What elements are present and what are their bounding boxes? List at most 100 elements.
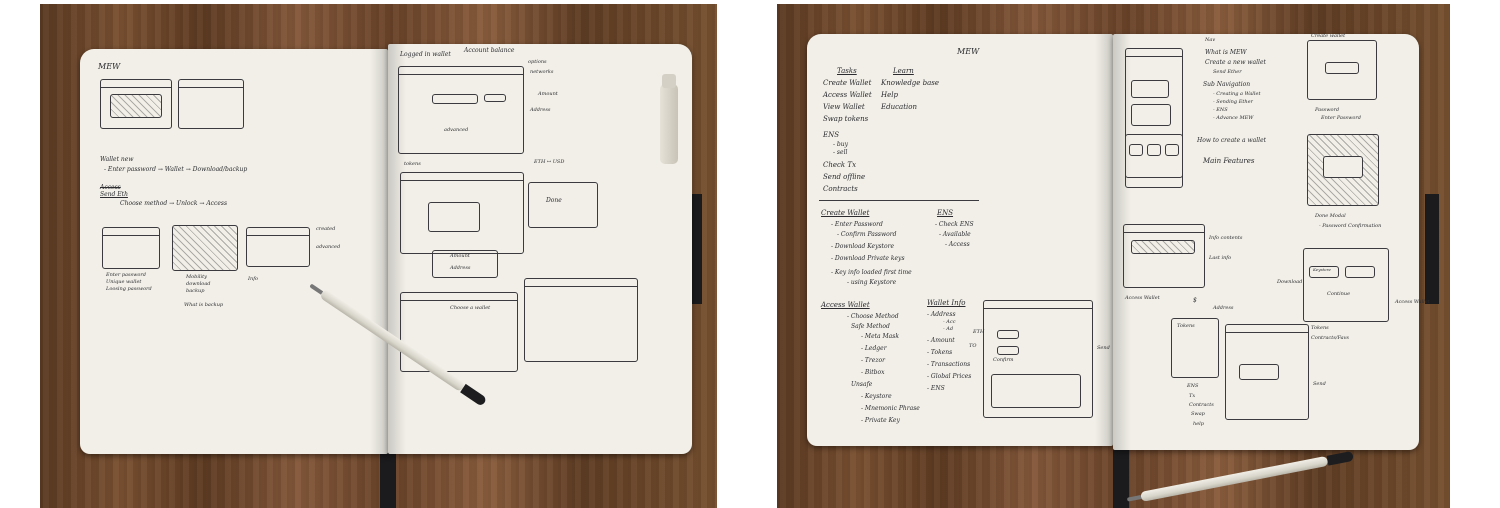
- wireframe-sketch: [1309, 266, 1339, 278]
- bookmark-ribbon: [380, 444, 396, 508]
- sketch-note: Send Eth: [100, 191, 128, 198]
- task-item: ENS: [823, 131, 840, 139]
- wallet-info-item: - ENS: [927, 385, 945, 392]
- sketch-annotation: Send Ether: [1213, 69, 1242, 75]
- task-item: Create Wallet: [823, 79, 872, 87]
- wireframe-sketch: [246, 227, 310, 267]
- wireframe-sketch: [100, 79, 172, 129]
- access-wallet-item: - Mnemonic Phrase: [861, 405, 920, 412]
- learn-item: Education: [881, 103, 917, 111]
- wireframe-sketch: [997, 330, 1019, 339]
- ens-item: - Check ENS: [935, 221, 974, 228]
- wireframe-sketch: [528, 182, 598, 228]
- wireframe-sketch: [400, 292, 518, 372]
- sketch-annotation: - Creating a Wallet: [1213, 91, 1261, 97]
- wallet-info-item: - Amount: [927, 337, 955, 344]
- wallet-info-item: - Tokens: [927, 349, 953, 356]
- sketch-annotation: Access Wallet: [1125, 295, 1160, 301]
- create-wallet-item: - using Keystore: [847, 279, 897, 286]
- sketch-annotation: Address: [530, 107, 551, 113]
- wireframe-sketch: [400, 172, 524, 254]
- task-item: - buy: [833, 141, 849, 148]
- sketch-annotation: Password: [1315, 107, 1340, 113]
- sketch-annotation: Access Wallet: [1395, 299, 1430, 305]
- wireframe-sketch: [991, 374, 1081, 408]
- sketch-annotation: Download: [1277, 279, 1303, 285]
- wireframe-sketch: [983, 300, 1093, 418]
- access-wallet-item: - Bitbox: [861, 369, 885, 376]
- create-wallet-item: - Key info loaded first time: [831, 269, 912, 276]
- sketch-annotation: help: [1193, 421, 1204, 427]
- wallet-info-item: - Address: [927, 311, 956, 318]
- sketch-annotation: Tx: [1189, 393, 1196, 399]
- notebook-page-left: MEW Wallet new - Enter password → Wallet…: [80, 49, 388, 454]
- wireframe-sketch: [484, 94, 506, 102]
- sketch-annotation: ETH ↔ USD: [534, 159, 565, 165]
- sketch-annotation: - Sending Ether: [1213, 99, 1253, 105]
- sketch-note: - Enter password → Wallet → Download/bac…: [104, 166, 248, 173]
- sketch-note: created: [316, 226, 336, 232]
- wireframe-sketch: [524, 278, 638, 362]
- wireframe-sketch: [1323, 156, 1363, 178]
- sketch-annotation: Tokens: [1177, 323, 1195, 329]
- sketch-note: Wallet new: [100, 156, 134, 163]
- wireframe-sketch: [1131, 240, 1195, 254]
- access-wallet-item: - Trezor: [861, 357, 885, 364]
- wireframe-sketch: [1307, 40, 1377, 100]
- wireframe-sketch: [997, 346, 1019, 355]
- wireframe-sketch: [1147, 144, 1161, 156]
- sketch-annotation: Done: [546, 197, 562, 204]
- notebook-page-left: MEW Tasks Learn Create Wallet Access Wal…: [807, 34, 1113, 446]
- sketch-annotation: - Password Confirmation: [1319, 223, 1382, 229]
- learn-header: Learn: [893, 67, 914, 75]
- ens-header: ENS: [937, 209, 954, 217]
- divider: [819, 200, 979, 201]
- wireframe-sketch: [1171, 318, 1219, 378]
- sketch-annotation: Choose a wallet: [450, 305, 491, 311]
- sketch-annotation: TO: [969, 343, 977, 349]
- sketch-annotation: Info contents: [1209, 235, 1243, 241]
- access-wallet-item: - Choose Method: [847, 313, 899, 320]
- sketch-annotation: Continue: [1327, 291, 1351, 297]
- marker-cap: [660, 74, 678, 164]
- page-title: MEW: [957, 47, 980, 56]
- access-wallet-item: - Keystore: [861, 393, 892, 400]
- sketch-note: advanced: [316, 244, 341, 250]
- task-item: Contracts: [823, 185, 858, 193]
- sketch-annotation: Address: [1213, 305, 1234, 311]
- wireframe-sketch: [1125, 134, 1183, 188]
- task-item: View Wallet: [823, 103, 865, 111]
- access-wallet-item: - Private Key: [861, 417, 900, 424]
- sketch-annotation: tokens: [404, 161, 421, 167]
- sketch-annotation: Last info: [1209, 255, 1232, 261]
- sketch-annotation: Main Features: [1203, 157, 1255, 165]
- sketch-annotation: Sub Navigation: [1203, 81, 1251, 88]
- sketch-annotation: What is MEW: [1205, 49, 1247, 56]
- create-wallet-item: - Download Keystore: [831, 243, 894, 250]
- create-wallet-header: Create Wallet: [821, 209, 870, 217]
- sketch-note: Access: [100, 184, 121, 191]
- access-wallet-item: Unsafe: [851, 381, 873, 388]
- wireframe-sketch: [172, 225, 238, 271]
- create-wallet-item: - Confirm Password: [837, 231, 897, 238]
- create-wallet-item: - Enter Password: [831, 221, 883, 228]
- sketch-annotation: Contracts: [1189, 402, 1214, 408]
- learn-item: Knowledge base: [881, 79, 940, 87]
- sketch-annotation: Send: [1097, 345, 1110, 351]
- wireframe-sketch: [1325, 62, 1359, 74]
- wireframe-sketch: [398, 66, 524, 154]
- sketch-annotation: How to create a wallet: [1197, 137, 1267, 144]
- sketch-annotation: Send: [1313, 381, 1326, 387]
- learn-item: Help: [881, 91, 898, 99]
- sketch-annotation: networks: [530, 69, 554, 75]
- sketch-annotation: Account balance: [464, 47, 515, 54]
- sketch-note: backup: [186, 288, 205, 294]
- wireframe-sketch: [432, 250, 498, 278]
- sketch-annotation: options: [528, 59, 547, 65]
- sketch-annotation: Amount: [538, 91, 558, 97]
- notebook-page-right: Logged in wallet Account balance options…: [388, 44, 692, 454]
- page-title: MEW: [98, 62, 121, 71]
- task-item: Access Wallet: [823, 91, 872, 99]
- sketch-annotation: Create a new wallet: [1205, 59, 1266, 66]
- task-item: Send offline: [823, 173, 866, 181]
